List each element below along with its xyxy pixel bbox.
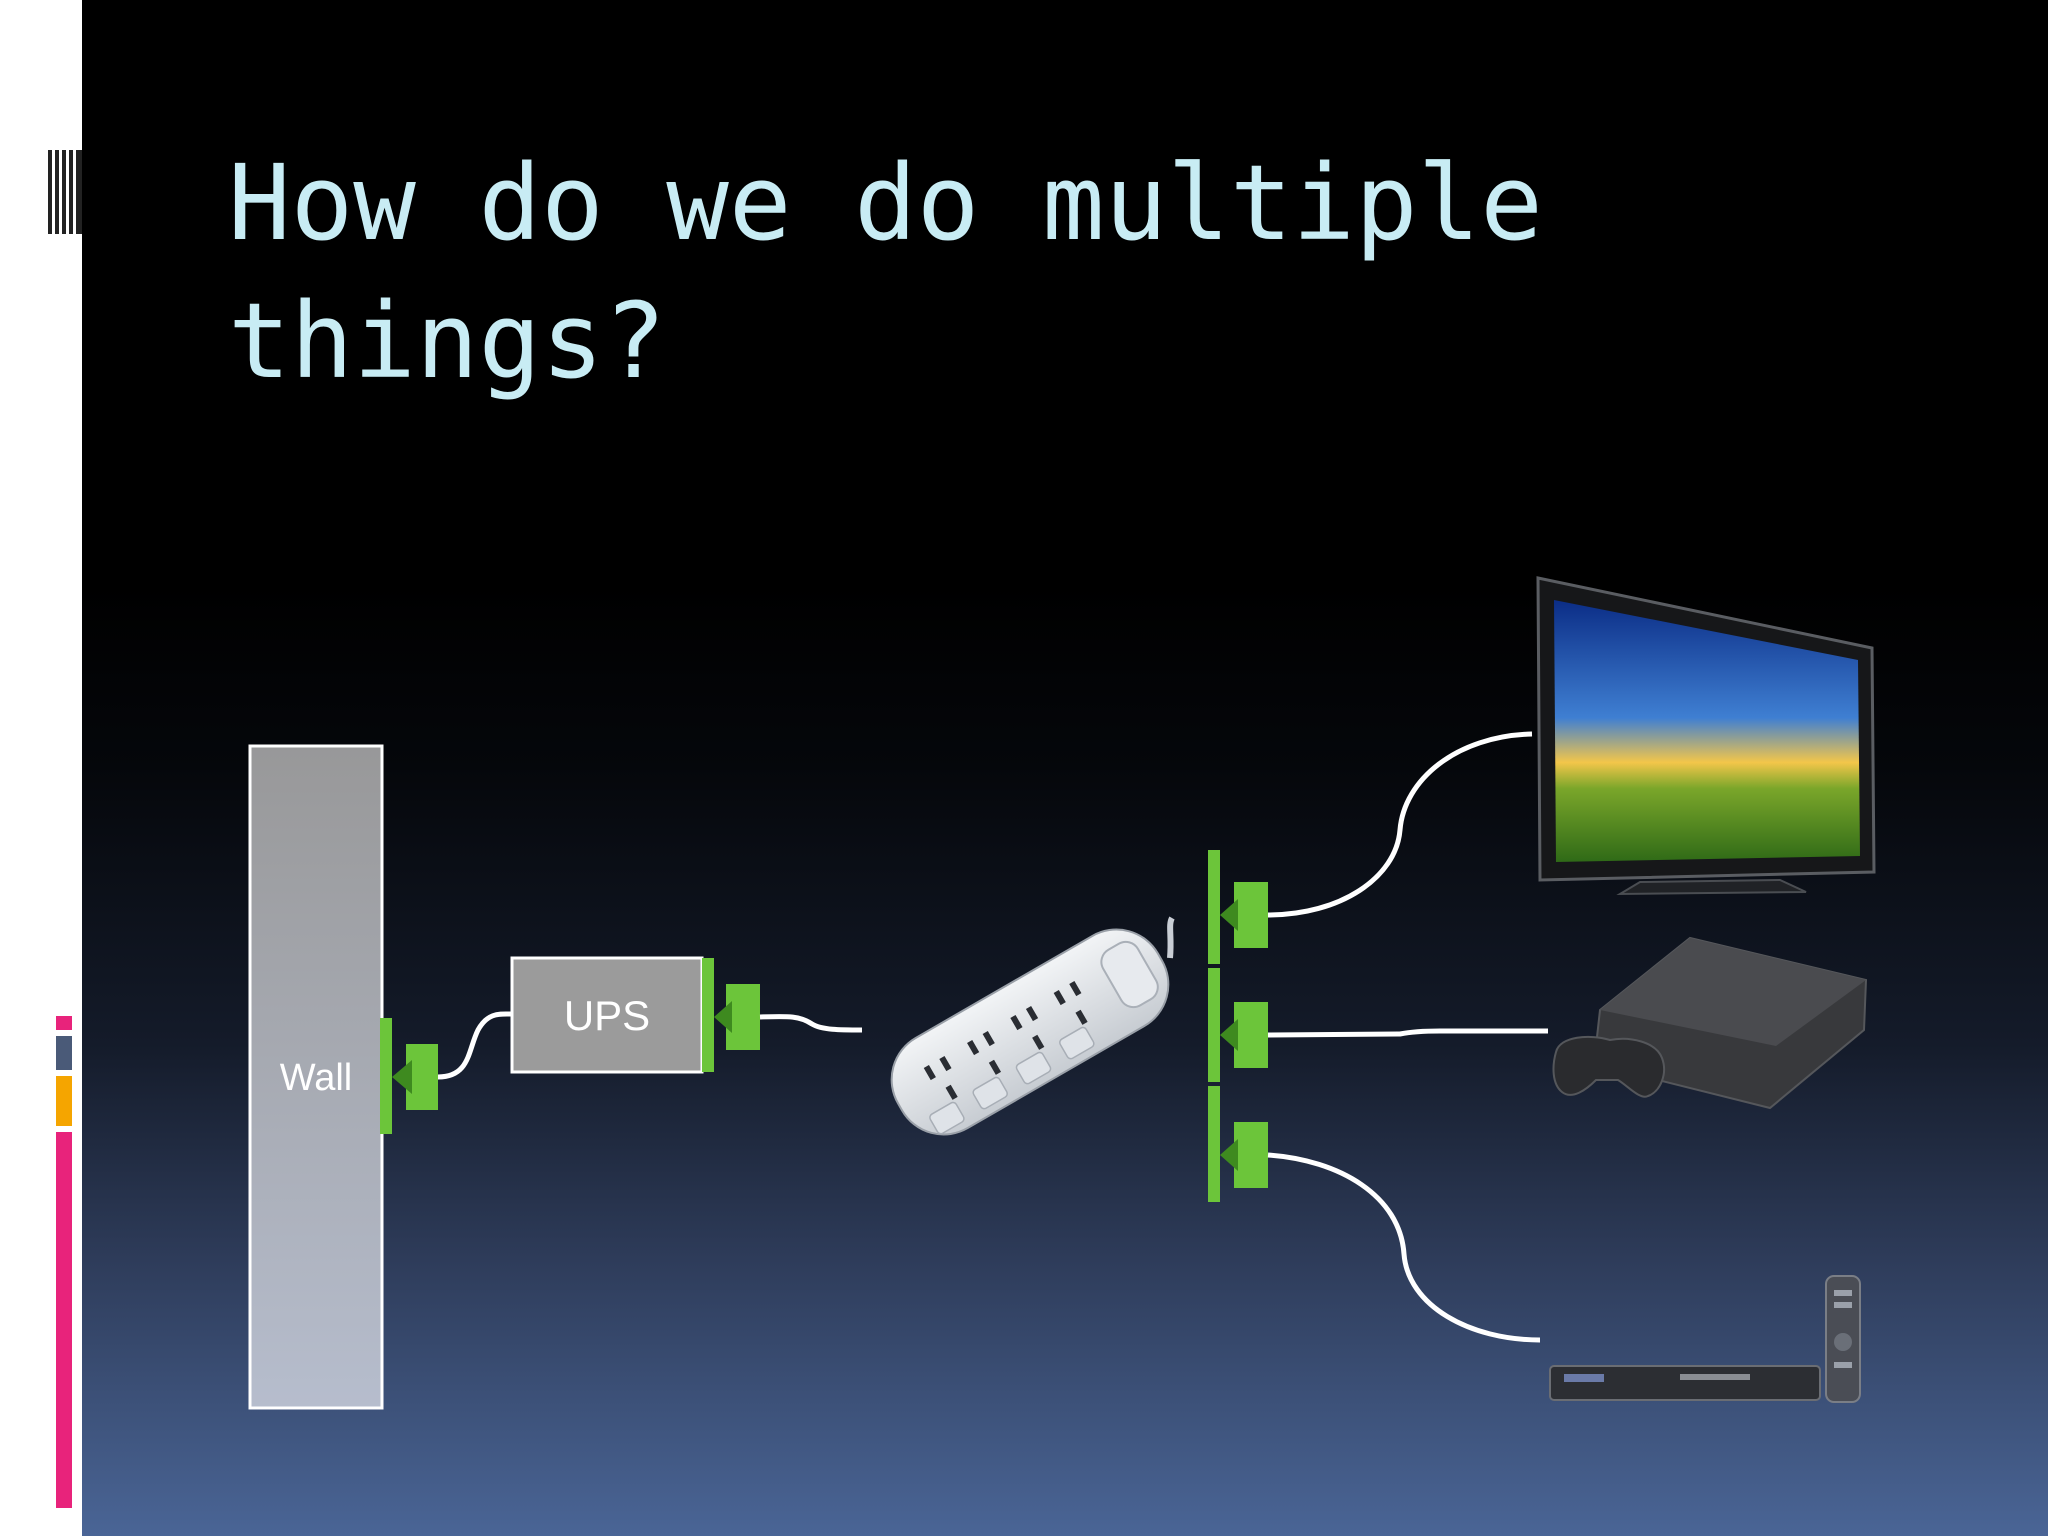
cable-wall-to-ups — [437, 1011, 513, 1080]
slide-title: How do we do multiple things? — [228, 142, 1543, 402]
wall-box — [248, 744, 384, 1410]
strip-outlet-plugs-icon — [1208, 850, 1268, 1202]
ups-label: UPS — [564, 992, 650, 1039]
cable-ups-to-strip — [759, 1014, 863, 1033]
cable-strip-to-bluray — [1267, 1152, 1541, 1343]
game-console-icon — [1552, 936, 1868, 1110]
wall-label: Wall — [280, 1057, 352, 1099]
tv-icon — [1536, 576, 1876, 896]
cable-strip-to-tv — [1267, 731, 1533, 918]
ups-socket-plug-icon — [702, 958, 760, 1072]
cable-strip-to-console — [1267, 1028, 1548, 1038]
wall-socket-plug-icon — [380, 1018, 438, 1134]
power-strip-icon — [890, 928, 1170, 1136]
ups-box — [510, 956, 704, 1074]
blu-ray-player-icon — [1549, 1275, 1861, 1403]
strip-cord — [1167, 916, 1175, 959]
